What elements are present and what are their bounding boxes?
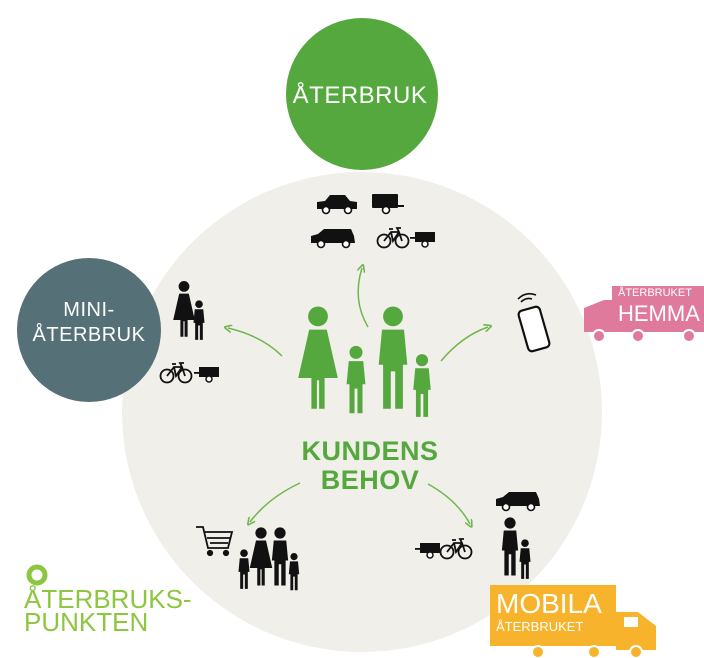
mini-aterbruk-line2: ÅTERBRUK [32, 324, 146, 346]
arrow-down-right [427, 483, 470, 524]
arrow-up [358, 268, 369, 328]
kundens-line: KUNDENS [301, 436, 439, 466]
mobila-small-label: ÅTERBRUKET [496, 619, 584, 634]
aterbruk-circle[interactable] [286, 18, 438, 170]
hemma-truck-icon[interactable] [584, 286, 704, 343]
hemma-label[interactable]: HEMMA [618, 301, 700, 326]
kundens-behov-label: KUNDENS BEHOV [280, 437, 460, 495]
aterbrukspunkten-line1: ÅTERBRUKS- [24, 584, 192, 614]
arrow-right [440, 327, 488, 362]
mini-aterbruk-line1: MINI- [63, 299, 115, 321]
aterbrukspunkten-line2: PUNKTEN [24, 607, 149, 637]
arrows [228, 268, 488, 524]
mini-aterbruk-label[interactable]: MINI- ÅTERBRUK [17, 298, 161, 348]
arrow-left [228, 328, 283, 357]
aterbrukspunkten-marker-icon [26, 564, 48, 586]
mobila-truck-icon[interactable] [490, 585, 656, 658]
mobila-label[interactable]: MOBILA [496, 588, 602, 619]
aterbruk-label[interactable]: ÅTERBRUK [292, 82, 428, 109]
aterbrukspunkten-label[interactable]: ÅTERBRUKS- PUNKTEN [24, 584, 214, 637]
arrow-down-left [250, 482, 301, 522]
behov-line: BEHOV [320, 465, 420, 495]
hemma-small-label: ÅTERBRUKET [618, 287, 692, 299]
smartphone-icon [517, 292, 551, 353]
shopping-cart-icon [196, 526, 234, 557]
mini-aterbruk-circle[interactable] [17, 258, 161, 402]
